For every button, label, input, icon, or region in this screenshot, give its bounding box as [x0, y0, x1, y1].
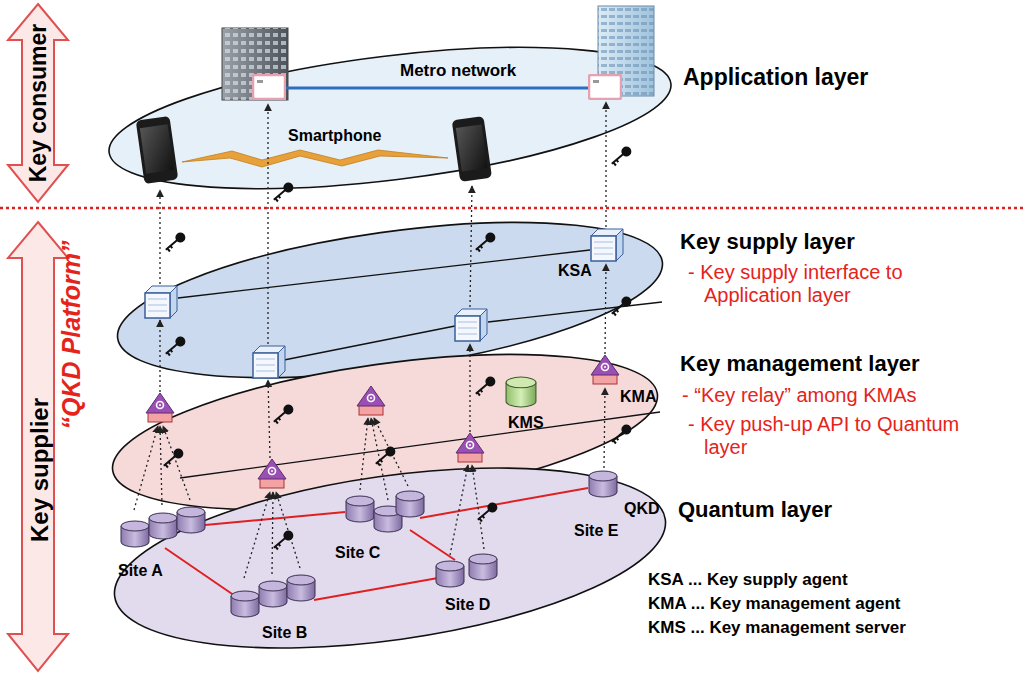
layer-ellipse: Application layer: [100, 30, 685, 210]
layer-title: Key management layer: [680, 351, 920, 376]
part-label: QKD: [624, 500, 660, 518]
building-windows: [222, 28, 288, 100]
metro-line: [285, 87, 590, 90]
smartphone-icon: [136, 116, 179, 184]
key-icon: [161, 144, 634, 551]
separator-line: [0, 207, 1024, 210]
part-label: Site D: [445, 596, 490, 614]
ksa-cube: [145, 229, 623, 378]
part-label: KMS: [508, 414, 544, 432]
smartphone-icon: [452, 116, 492, 182]
layer-ellipse-shape: [102, 22, 679, 214]
layer-ellipse-shape: [103, 438, 676, 675]
router-box: [589, 75, 621, 99]
part-label: Site A: [118, 562, 163, 580]
qkd-device: [121, 471, 617, 617]
router-box: [253, 75, 285, 99]
role-label: “QKD Platform”: [57, 241, 86, 430]
glossary-entry: KMA ... Key management agent: [648, 594, 901, 614]
kms-server: [506, 377, 536, 407]
double-arrow: [8, 4, 68, 202]
part-label: Metro network: [400, 61, 516, 81]
building: [222, 28, 288, 100]
kma-agent: [146, 355, 619, 488]
glossary-entry: KMS ... Key management server: [648, 618, 906, 638]
part-label: Smartphone: [288, 127, 381, 145]
part-label: KSA: [558, 262, 592, 280]
key-path: [134, 102, 606, 578]
glossary-entry: KSA ... Key supply agent: [648, 570, 848, 590]
layer-description: - “Key relay” among KMAs: [682, 384, 1018, 407]
layer-description: - Key supply interface to Application la…: [688, 261, 1004, 307]
layer-title: Quantum layer: [678, 497, 832, 522]
layer-title: Key supply layer: [680, 229, 855, 254]
quantum-links: [165, 488, 588, 600]
part-label: Site B: [262, 624, 307, 642]
role-label: Key supplier: [26, 398, 54, 542]
part-label: KMA: [620, 388, 656, 406]
role-label: Key consumer: [25, 24, 51, 183]
part-label: Site E: [574, 522, 618, 540]
layer-outline: [100, 30, 685, 210]
wireless-link: [182, 150, 448, 167]
layer-description: - Key push-up API to Quantum layer: [688, 413, 974, 459]
part-label: Site C: [335, 544, 380, 562]
layer-links: [178, 250, 662, 478]
layer-title: Application layer: [683, 64, 868, 90]
